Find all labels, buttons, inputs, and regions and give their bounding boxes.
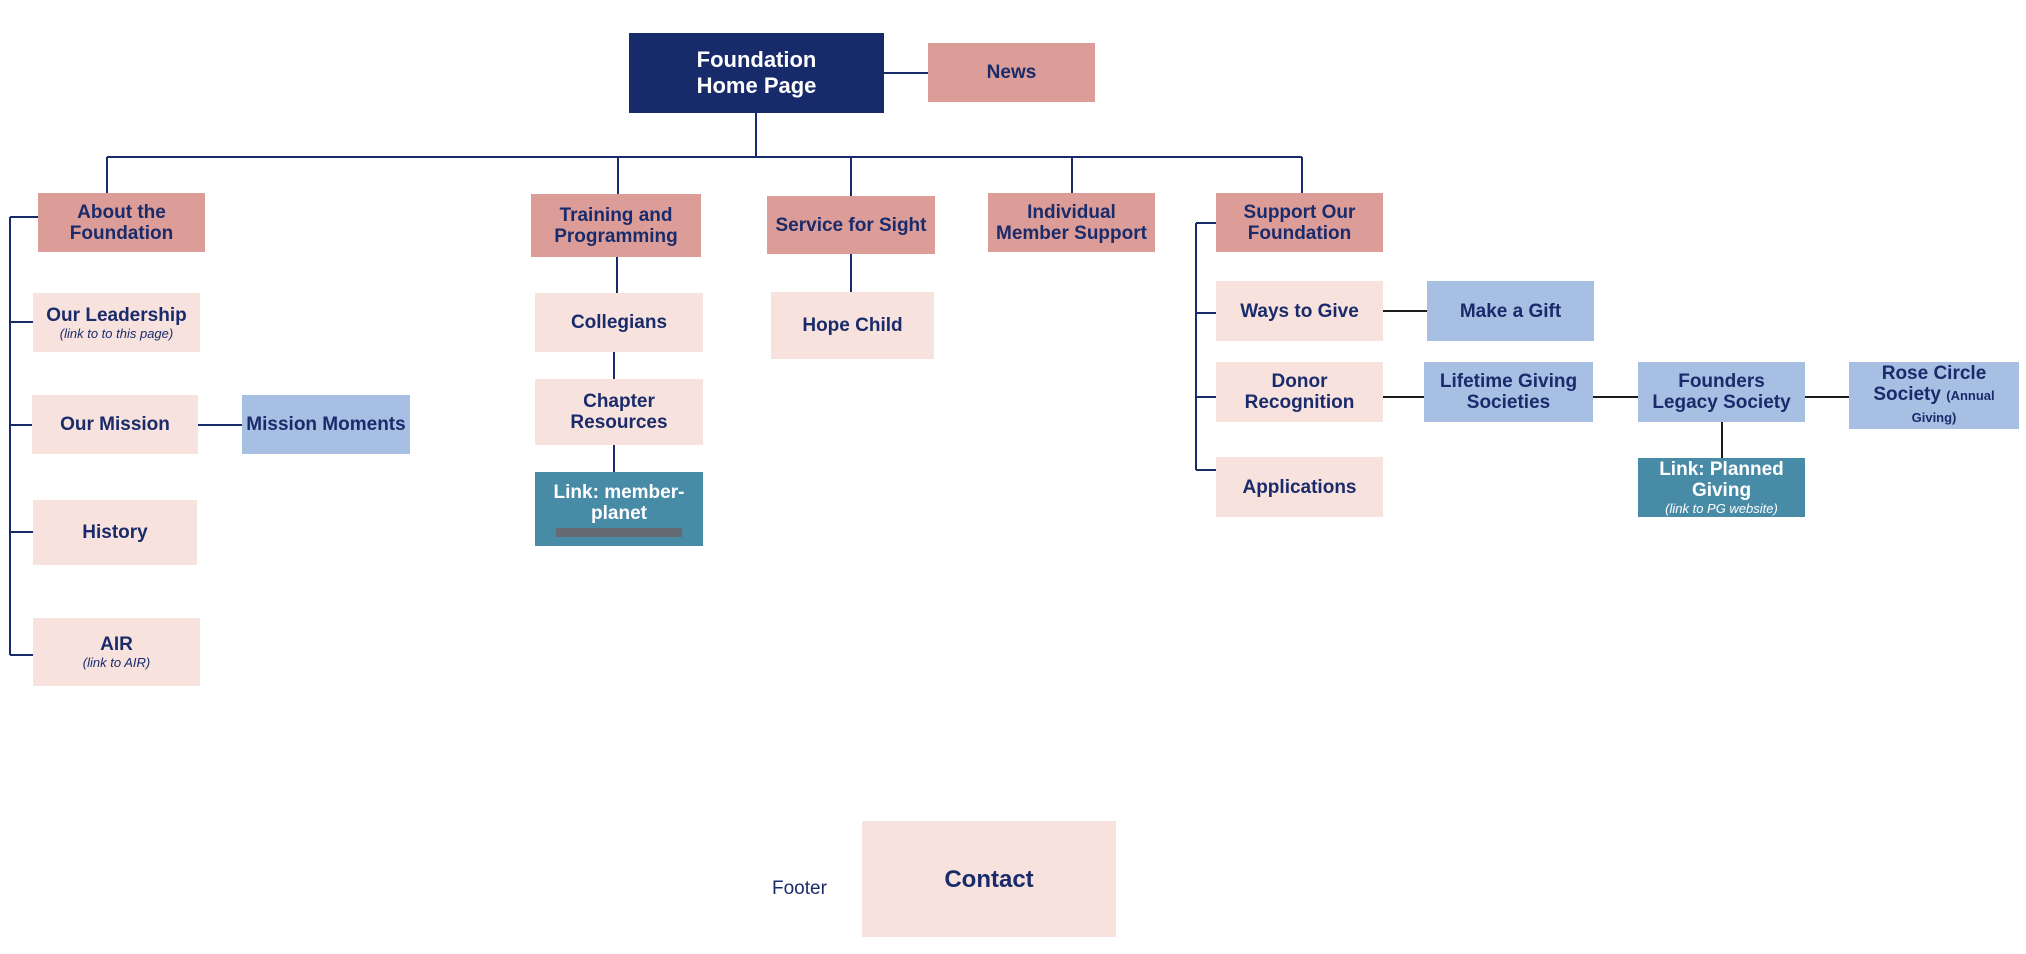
- individual-node: Individual Member Support: [988, 193, 1155, 252]
- founders-legacy-label: Founders Legacy Society: [1652, 371, 1791, 413]
- make-a-gift-label: Make a Gift: [1459, 300, 1562, 322]
- footer-label: Footer: [772, 878, 827, 899]
- redaction-bar: [556, 527, 682, 537]
- home-page-node: Foundation Home Page: [629, 33, 884, 113]
- lifetime-giving-node: Lifetime Giving Societies: [1424, 362, 1593, 422]
- hope-child-node: Hope Child: [771, 292, 934, 359]
- contact-label: Contact: [944, 865, 1034, 893]
- chapter-resources-label: Chapter Resources: [570, 391, 668, 433]
- collegians-node: Collegians: [535, 293, 703, 352]
- home-page-label: Foundation Home Page: [696, 47, 817, 98]
- training-node: Training and Programming: [531, 194, 701, 257]
- training-label: Training and Programming: [554, 204, 678, 247]
- mission-moments-node: Mission Moments: [242, 395, 410, 454]
- individual-label: Individual Member Support: [996, 201, 1147, 244]
- our-mission-node: Our Mission: [32, 395, 198, 454]
- history-label: History: [82, 522, 148, 543]
- rose-circle-label: Rose Circle Society: [1873, 363, 1987, 405]
- air-node: AIR (link to AIR): [33, 618, 200, 686]
- planned-giving-note: (link to PG website): [1665, 501, 1778, 516]
- chapter-resources-node: Chapter Resources: [535, 379, 703, 445]
- our-leadership-label: Our Leadership: [46, 304, 187, 326]
- hope-child-label: Hope Child: [802, 315, 903, 336]
- rose-circle-note: (Annual Giving): [1911, 388, 1995, 425]
- service-node: Service for Sight: [767, 196, 935, 254]
- about-node: About the Foundation: [38, 193, 205, 252]
- support-node: Support Our Foundation: [1216, 193, 1383, 252]
- ways-to-give-node: Ways to Give: [1216, 281, 1383, 341]
- news-node: News: [928, 43, 1095, 102]
- rose-circle-node: Rose Circle Society (Annual Giving): [1849, 362, 2019, 429]
- founders-legacy-node: Founders Legacy Society: [1638, 362, 1805, 422]
- donor-recognition-node: Donor Recognition: [1216, 362, 1383, 422]
- applications-label: Applications: [1242, 476, 1357, 498]
- our-leadership-node: Our Leadership (link to to this page): [33, 293, 200, 352]
- ways-to-give-label: Ways to Give: [1240, 300, 1359, 322]
- service-label: Service for Sight: [775, 214, 927, 236]
- air-note: (link to AIR): [82, 655, 151, 670]
- history-node: History: [33, 500, 197, 565]
- air-label: AIR: [100, 634, 133, 655]
- lifetime-giving-label: Lifetime Giving Societies: [1439, 371, 1578, 413]
- rose-circle-text: Rose Circle Society (Annual Giving): [1851, 363, 2017, 428]
- collegians-label: Collegians: [570, 312, 668, 333]
- member-planet-node: Link: member-planet: [535, 472, 703, 546]
- mission-moments-label: Mission Moments: [246, 414, 406, 435]
- applications-node: Applications: [1216, 457, 1383, 517]
- our-leadership-note: (link to to this page): [59, 325, 174, 341]
- our-mission-label: Our Mission: [60, 414, 170, 435]
- contact-node: Contact: [862, 821, 1116, 937]
- about-label: About the Foundation: [69, 201, 174, 244]
- planned-giving-node: Link: Planned Giving (link to PG website…: [1638, 458, 1805, 517]
- make-a-gift-node: Make a Gift: [1427, 281, 1594, 341]
- news-label: News: [986, 62, 1037, 83]
- donor-recognition-label: Donor Recognition: [1244, 371, 1355, 413]
- planned-giving-label: Link: Planned Giving: [1659, 459, 1784, 501]
- member-planet-label: Link: member-planet: [553, 481, 685, 524]
- support-label: Support Our Foundation: [1243, 201, 1356, 244]
